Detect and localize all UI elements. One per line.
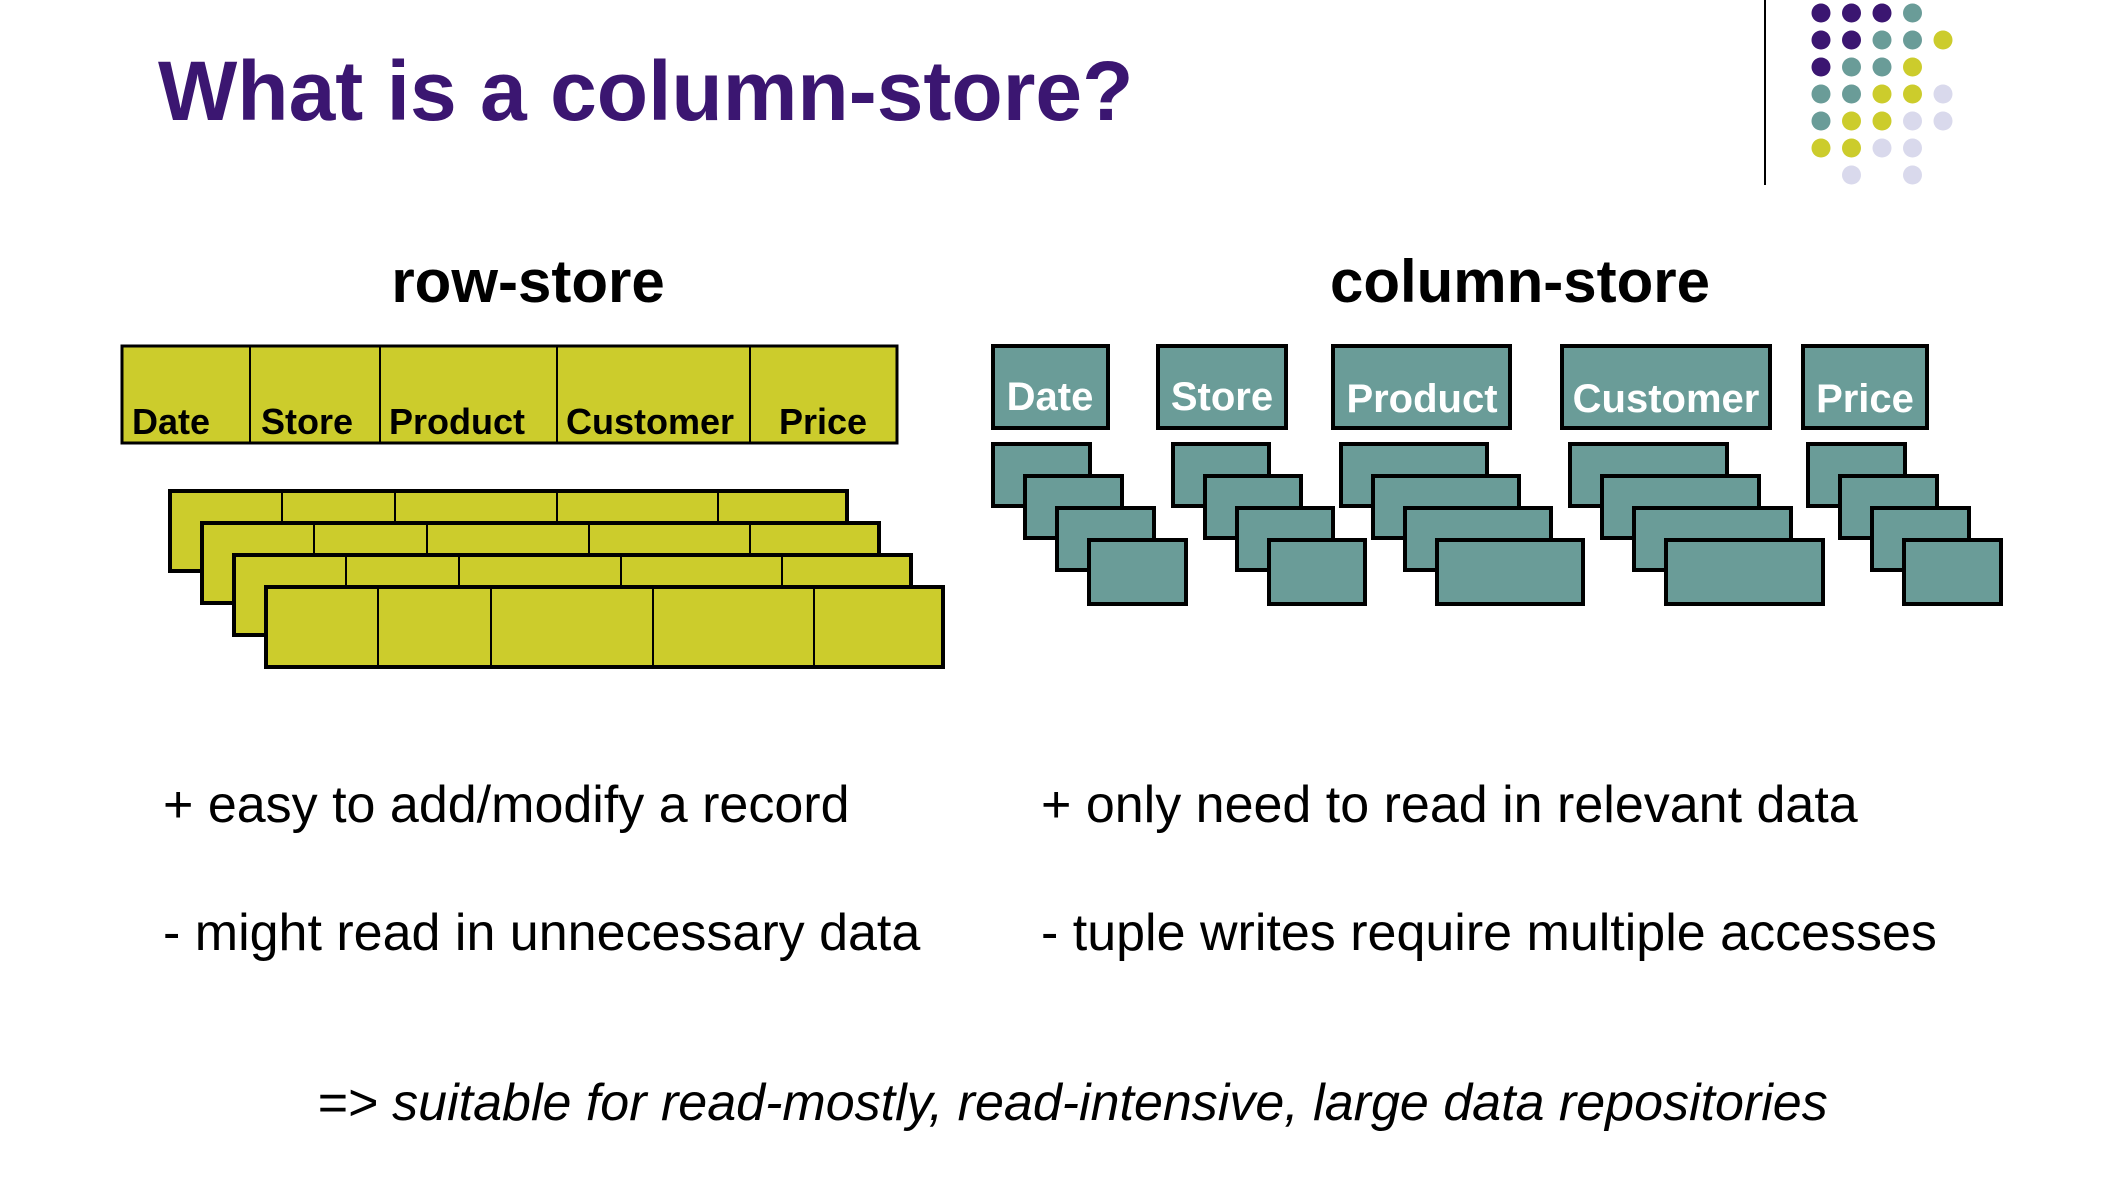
decorative-dot xyxy=(1903,84,1922,104)
column-header-customer-box xyxy=(1560,344,1772,430)
row-store-records xyxy=(168,489,945,669)
column-product-block xyxy=(1435,538,1585,606)
decorative-dot xyxy=(1872,138,1892,158)
column-product-blocks xyxy=(1339,442,1585,606)
row-header-customer: Customer xyxy=(566,401,734,442)
row-store-pro: + easy to add/modify a record xyxy=(163,776,850,834)
column-header-customer: Customer xyxy=(1573,377,1760,421)
decorative-dot xyxy=(1811,3,1831,23)
decorative-dot xyxy=(1811,111,1831,131)
column-store-blocks xyxy=(1171,442,1367,606)
decorative-dot xyxy=(1872,57,1892,77)
decorative-dot xyxy=(1933,111,1953,131)
page-title: What is a column-store? xyxy=(158,44,1133,138)
row-record-box xyxy=(264,585,945,669)
column-customer-block xyxy=(1664,538,1825,606)
decorative-dot xyxy=(1842,84,1861,104)
decorative-dot xyxy=(1872,30,1892,50)
column-store-pro: + only need to read in relevant data xyxy=(1041,776,1858,834)
column-header-date: Date xyxy=(1007,375,1094,419)
conclusion-text: => suitable for read-mostly, read-intens… xyxy=(317,1074,1828,1132)
column-store-headers: Date Store Product Customer Price xyxy=(991,344,1929,430)
decorative-dot xyxy=(1903,165,1922,185)
row-header-date: Date xyxy=(132,401,210,442)
decorative-dot-grid xyxy=(1811,3,1953,185)
decorative-dot xyxy=(1872,84,1892,104)
decorative-dot xyxy=(1842,3,1861,23)
decorative-dot xyxy=(1903,138,1922,158)
decorative-dot xyxy=(1842,30,1861,50)
column-header-product-box xyxy=(1331,344,1512,430)
column-store-con: - tuple writes require multiple accesses xyxy=(1041,904,1937,962)
decorative-dot xyxy=(1903,30,1922,50)
column-header-store: Store xyxy=(1171,375,1273,419)
decorative-dot xyxy=(1903,3,1922,23)
column-date-blocks xyxy=(991,442,1188,606)
column-customer-blocks xyxy=(1568,442,1825,606)
row-header-store: Store xyxy=(261,401,353,442)
row-header-price: Price xyxy=(779,401,867,442)
column-price-blocks xyxy=(1806,442,2003,606)
row-store-header-box xyxy=(120,344,899,445)
decorative-dot xyxy=(1872,111,1892,131)
decorative-dot xyxy=(1842,111,1861,131)
row-store-con: - might read in unnecessary data xyxy=(163,904,920,962)
decorative-dot xyxy=(1811,138,1831,158)
decorative-dot xyxy=(1811,84,1831,104)
column-header-price-box xyxy=(1801,344,1929,430)
row-store-heading: row-store xyxy=(391,248,664,315)
column-store-block xyxy=(1267,538,1367,606)
column-header-price: Price xyxy=(1816,377,1914,421)
column-date-block xyxy=(1087,538,1188,606)
decorative-dot xyxy=(1903,57,1922,77)
column-header-date-box xyxy=(991,344,1110,430)
decorative-dot xyxy=(1842,57,1861,77)
decorative-dot xyxy=(1933,84,1953,104)
column-header-store-box xyxy=(1156,344,1288,430)
column-price-block xyxy=(1902,538,2003,606)
decorative-dot xyxy=(1933,30,1953,50)
row-header-product: Product xyxy=(389,401,525,442)
row-store-header: Date Store Product Customer Price xyxy=(120,344,899,445)
row-record xyxy=(264,585,945,669)
decorative-dot xyxy=(1811,57,1831,77)
column-store-heading: column-store xyxy=(1330,248,1710,315)
decorative-dot xyxy=(1903,111,1922,131)
decorative-dot xyxy=(1842,138,1861,158)
decorative-dot xyxy=(1872,3,1892,23)
decorative-dot xyxy=(1842,165,1861,185)
column-header-product: Product xyxy=(1346,377,1497,421)
decorative-dot xyxy=(1811,30,1831,50)
